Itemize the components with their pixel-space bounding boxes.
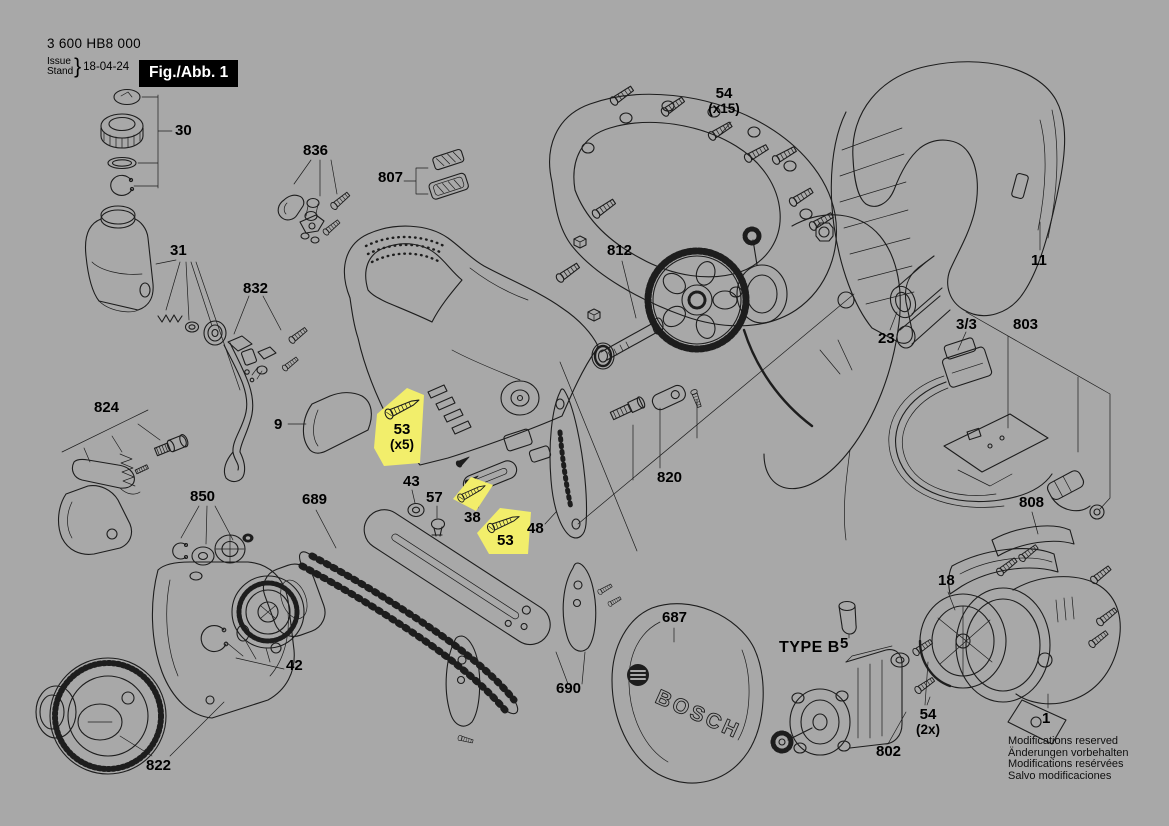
- modifications-line-de: Änderungen vorbehalten: [1008, 746, 1129, 759]
- sprocket-42-drawing: [200, 563, 326, 670]
- part-label-807: 807: [378, 169, 404, 186]
- part-label-3-3: 3/3: [956, 316, 977, 333]
- part-label-30: 30: [175, 122, 192, 139]
- part-label-54-2x: 54(2x): [915, 706, 940, 737]
- part-label-42: 42: [286, 657, 303, 674]
- motor-802-drawing: [770, 600, 937, 756]
- clutch-parts-850-drawing: [172, 505, 254, 566]
- issue-stand-block: Issue Stand } 18-04-24: [47, 55, 141, 79]
- part-label-54-x15: 54(x15): [708, 85, 740, 116]
- issue-date: 18-04-24: [83, 61, 130, 73]
- sleeve-23-drawing: [889, 261, 943, 331]
- part-label-820: 820: [657, 469, 683, 486]
- part-label-832: 832: [243, 280, 269, 297]
- brace-glyph: }: [74, 55, 82, 78]
- gear-train-drawing: [591, 214, 901, 541]
- issue-word: Issue: [47, 55, 71, 67]
- part-label-53-x5: 53(x5): [389, 421, 414, 452]
- part-label-808: 808: [1019, 494, 1045, 511]
- sprocket-cover-687-drawing: BOSCH: [611, 603, 764, 784]
- housing-822-drawing: [35, 561, 295, 775]
- part-label-689: 689: [302, 491, 328, 508]
- figure-label: Fig./Abb. 1: [149, 64, 229, 81]
- baffle-ring-18-drawing: [918, 591, 1007, 689]
- baffle-plate-9-drawing: [287, 392, 372, 454]
- part-label-31: 31: [170, 242, 187, 259]
- wiring-803-drawing: [888, 311, 1111, 595]
- oil-tank-drawing: [84, 205, 254, 483]
- stand-word: Stand: [47, 66, 74, 77]
- modifications-line-es: Salvo modificaciones: [1008, 769, 1112, 782]
- part-label-850: 850: [190, 488, 216, 505]
- part-label-53: 53: [497, 532, 514, 549]
- brake-lever-824-drawing: [57, 409, 189, 555]
- highlighted-screws-53: [374, 388, 531, 554]
- part-label-18: 18: [938, 572, 955, 589]
- switch-parts-832-drawing: [227, 295, 309, 383]
- modifications-line-en: Modifications reserved: [1008, 735, 1119, 747]
- part-label-687: 687: [662, 609, 688, 626]
- part-label-822: 822: [146, 757, 172, 774]
- oil-cap-assembly-drawing: [100, 88, 173, 196]
- part-label-57: 57: [426, 489, 443, 506]
- oiler-parts-836-drawing: [277, 159, 352, 244]
- part-label-836: 836: [303, 142, 329, 159]
- part-label-824: 824: [94, 399, 120, 416]
- part-label-11: 11: [1031, 252, 1047, 269]
- figure-label-box: Fig./Abb. 1: [139, 60, 239, 87]
- part-label-5: 5: [840, 635, 849, 652]
- part-label-812: 812: [607, 242, 633, 259]
- part-label-802: 802: [876, 743, 902, 760]
- part-label-38: 38: [464, 509, 481, 526]
- vent-covers-807-drawing: [403, 148, 469, 200]
- saw-chain-689-drawing: [298, 509, 519, 715]
- type-b-label: TYPE B: [779, 639, 840, 656]
- part-label-690: 690: [556, 680, 582, 697]
- motor-housing-1-drawing: [955, 542, 1121, 745]
- part-label-1: 1: [1042, 710, 1051, 727]
- model-number: 3 600 HB8 000: [47, 36, 141, 51]
- part-label-9: 9: [274, 416, 283, 433]
- bosch-logo-text: BOSCH: [652, 686, 744, 744]
- modifications-line-fr: Modifications resérvées: [1008, 758, 1124, 771]
- bow-handle-11-drawing: [830, 61, 1066, 349]
- part-label-803: 803: [1013, 316, 1039, 333]
- guide-bar-690-drawing: [363, 509, 623, 745]
- top-cover-812-drawing: [549, 84, 837, 327]
- tensioner-bracket-48-drawing: [544, 388, 588, 539]
- tensioner-820-drawing: [559, 293, 855, 552]
- modifications-note: Modifications reserved Änderungen vorbeh…: [1008, 735, 1129, 782]
- part-label-48: 48: [527, 520, 544, 537]
- part-label-23: 23: [878, 330, 895, 347]
- drawing-header: 3 600 HB8 000 Issue Stand } 18-04-24: [47, 36, 141, 79]
- part-label-43: 43: [403, 473, 420, 490]
